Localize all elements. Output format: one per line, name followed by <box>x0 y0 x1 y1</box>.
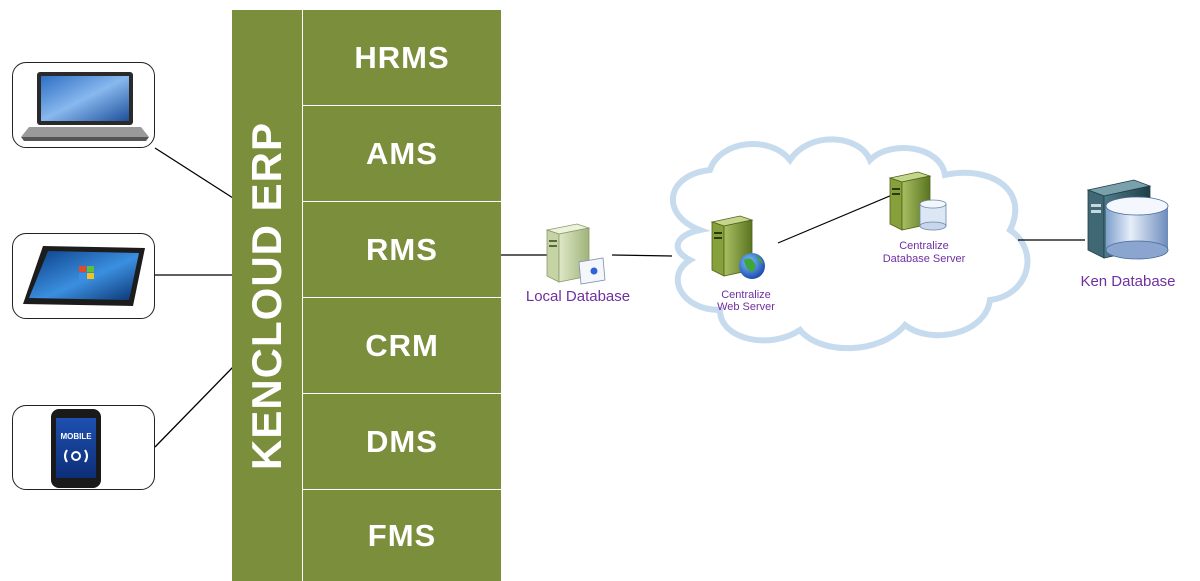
module-hrms: HRMS <box>303 10 501 105</box>
module-crm: CRM <box>303 298 501 393</box>
module-rms: RMS <box>303 202 501 297</box>
ken-database-label: Ken Database <box>1080 273 1176 290</box>
module-dms: DMS <box>303 394 501 489</box>
mobile-screen-text: MOBILE <box>60 432 92 441</box>
local-database-label: Local Database <box>525 288 631 305</box>
module-fms: FMS <box>303 490 501 581</box>
erp-title-container: KENCLOUD ERP <box>232 10 302 581</box>
database-server-label-line2: Database Server <box>882 253 966 265</box>
erp-title: KENCLOUD ERP <box>243 121 290 470</box>
module-ams: AMS <box>303 106 501 201</box>
database-server-label-line1: Centralize <box>899 240 949 252</box>
laptop-connector <box>154 147 234 199</box>
mobile-icon: MOBILE <box>51 409 101 488</box>
local-to-cloud-connector <box>611 254 673 257</box>
tablet-device <box>12 233 155 319</box>
web-to-dbserver-connector <box>777 194 893 244</box>
web-server-label-line1: Centralize <box>721 289 771 301</box>
laptop-icon <box>21 72 149 141</box>
database-server-icon <box>888 171 947 231</box>
laptop-device <box>12 62 155 148</box>
local-database-server-icon <box>545 223 606 285</box>
mobile-connector <box>154 366 234 448</box>
mobile-device: MOBILE <box>12 405 155 490</box>
web-server-icon <box>710 215 765 279</box>
web-server-label-line2: Web Server <box>717 301 775 313</box>
ken-database-icon <box>1086 179 1169 260</box>
cloud-shape <box>670 136 1031 352</box>
tablet-icon <box>23 246 145 306</box>
erp-sidebar <box>232 10 302 581</box>
